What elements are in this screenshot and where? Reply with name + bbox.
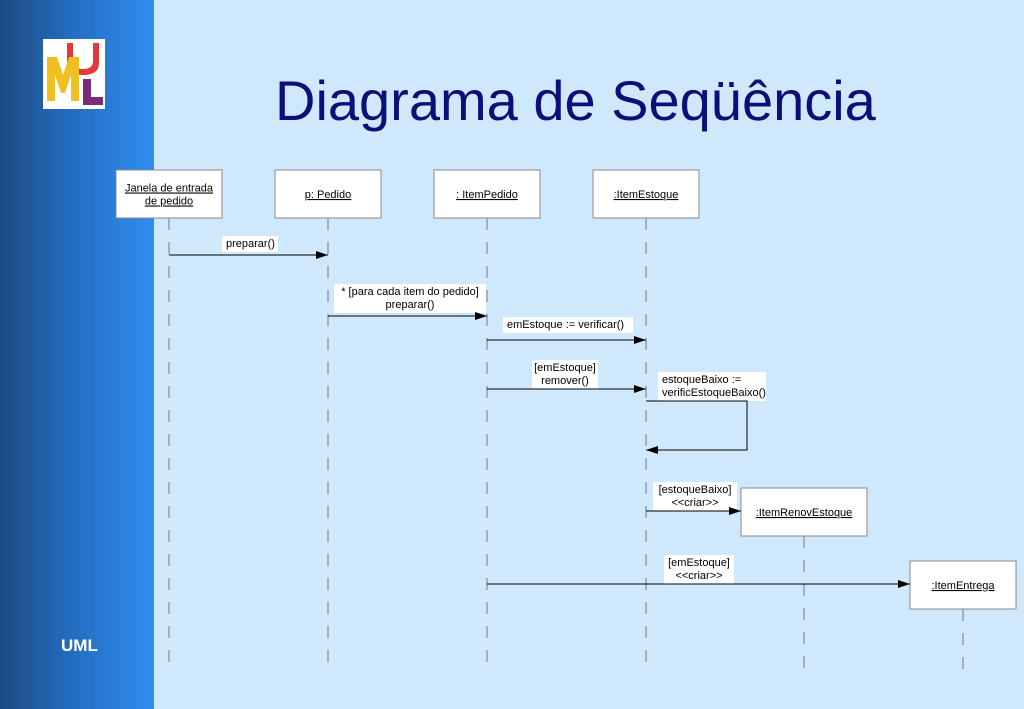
sidebar-uml-label: UML <box>61 636 98 655</box>
message-label-6-0: [emEstoque] <box>668 557 730 569</box>
object-box-5 <box>909 560 1017 610</box>
message-label-1-1: preparar() <box>386 299 435 311</box>
message-label-bg-1 <box>334 284 486 313</box>
message-label-bg-2 <box>503 317 633 333</box>
message-arrow-4 <box>646 400 748 454</box>
message-label-1-0: * [para cada item do pedido] <box>341 286 479 298</box>
message-label-3-0: [emEstoque] <box>534 362 596 374</box>
slide-title: Diagrama de Seqüência <box>275 69 876 132</box>
object-label-1-0: p: Pedido <box>305 189 351 201</box>
object-label-3-0: :ItemEstoque <box>614 189 679 201</box>
message-label-4-0: estoqueBaixo := <box>662 374 741 386</box>
object-box-0 <box>115 169 223 219</box>
logo-l-shape <box>83 79 103 105</box>
message-label-bg-6 <box>664 555 734 584</box>
object-label-0-1: de pedido <box>145 196 193 208</box>
object-label-5-0: :ItemEntrega <box>932 580 996 592</box>
uml-logo <box>43 39 105 109</box>
object-box-2 <box>433 169 541 219</box>
object-label-0-0: Janela de entrada <box>125 183 214 195</box>
message-label-2-0: emEstoque := verificar() <box>507 319 624 331</box>
object-box-3 <box>592 169 700 219</box>
message-label-bg-4 <box>658 372 766 401</box>
message-label-3-1: remover() <box>541 375 589 387</box>
object-label-2-0: : ItemPedido <box>456 189 518 201</box>
message-label-5-0: [estoqueBaixo] <box>659 484 732 496</box>
message-label-4-1: verificEstoqueBaixo() <box>662 387 766 399</box>
object-label-4-0: :ItemRenovEstoque <box>756 507 853 519</box>
logo-m-shape <box>47 57 79 101</box>
message-label-bg-3 <box>532 360 598 389</box>
message-label-5-1: <<criar>> <box>671 497 718 509</box>
object-box-4 <box>740 487 868 537</box>
sidebar: UML <box>0 0 154 709</box>
message-label-bg-0 <box>222 236 278 252</box>
object-box-1 <box>274 169 382 219</box>
message-label-0-0: preparar() <box>226 238 275 250</box>
message-label-bg-5 <box>653 482 737 511</box>
message-label-6-1: <<criar>> <box>675 570 722 582</box>
